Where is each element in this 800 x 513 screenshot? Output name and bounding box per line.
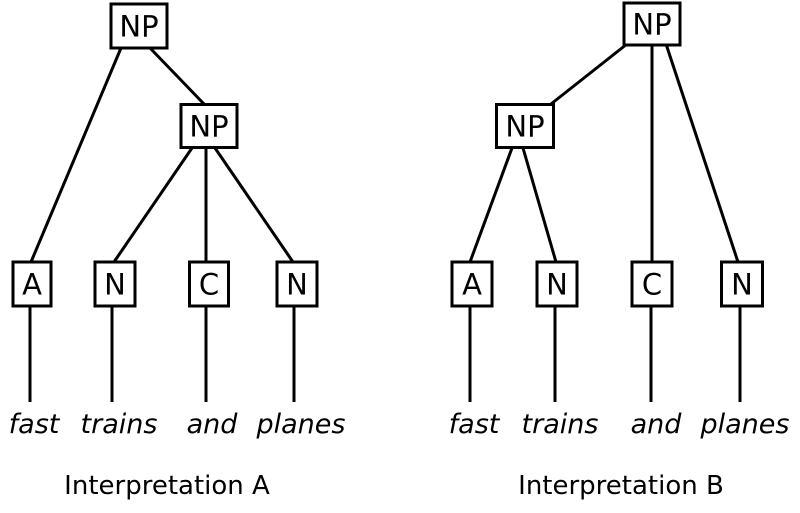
node-label-a-a: A: [22, 268, 42, 302]
branch-b-np-root-to-n2: [664, 43, 740, 263]
node-box-b-c: [630, 260, 674, 308]
branch-a-np-root-to-a: [29, 47, 123, 263]
node-label-b-n2: N: [731, 268, 753, 302]
node-box-b-n1: [535, 260, 579, 308]
node-box-a-n1: [93, 260, 137, 308]
branch-b-np-inner-to-n1: [521, 147, 558, 263]
node-label-b-a: A: [462, 268, 482, 302]
node-box-b-np-root: [622, 1, 682, 47]
branch-b-np-inner-to-a: [468, 147, 514, 263]
node-label-a-np-inner: NP: [189, 110, 228, 144]
branch-a-np-inner-to-n1: [112, 147, 194, 263]
word-a-n2: planes: [256, 409, 346, 440]
word-a-a: fast: [9, 409, 61, 440]
word-a-n1: trains: [81, 409, 158, 440]
word-b-n2: planes: [700, 409, 790, 440]
node-box-a-c: [188, 260, 230, 308]
word-b-c: and: [631, 409, 683, 440]
word-b-n1: trains: [522, 409, 599, 440]
branch-b-np-root-to-np-inner: [550, 42, 628, 106]
node-label-a-n1: N: [104, 268, 126, 302]
caption-interpretation-a: Interpretation A: [64, 471, 270, 501]
node-box-a-n2: [275, 260, 319, 308]
branch-a-np-inner-to-n2: [213, 147, 295, 263]
node-label-a-c: C: [199, 268, 219, 302]
node-box-b-a: [450, 260, 494, 308]
word-a-c: and: [187, 409, 239, 440]
branch-a-np-root-to-np-inner: [148, 46, 206, 106]
caption-interpretation-b: Interpretation B: [518, 471, 724, 501]
node-label-b-c: C: [642, 268, 662, 302]
node-label-b-np-inner: NP: [505, 110, 544, 144]
node-box-a-np-inner: [179, 103, 239, 149]
node-label-a-n2: N: [286, 268, 308, 302]
node-label-a-np-root: NP: [119, 10, 158, 44]
word-b-a: fast: [449, 409, 501, 440]
node-box-b-np-inner: [495, 103, 555, 149]
node-box-b-n2: [720, 260, 764, 308]
node-box-a-np-root: [109, 2, 169, 50]
node-label-b-np-root: NP: [632, 8, 671, 42]
node-label-b-n1: N: [546, 268, 568, 302]
node-box-a-a: [11, 260, 53, 308]
